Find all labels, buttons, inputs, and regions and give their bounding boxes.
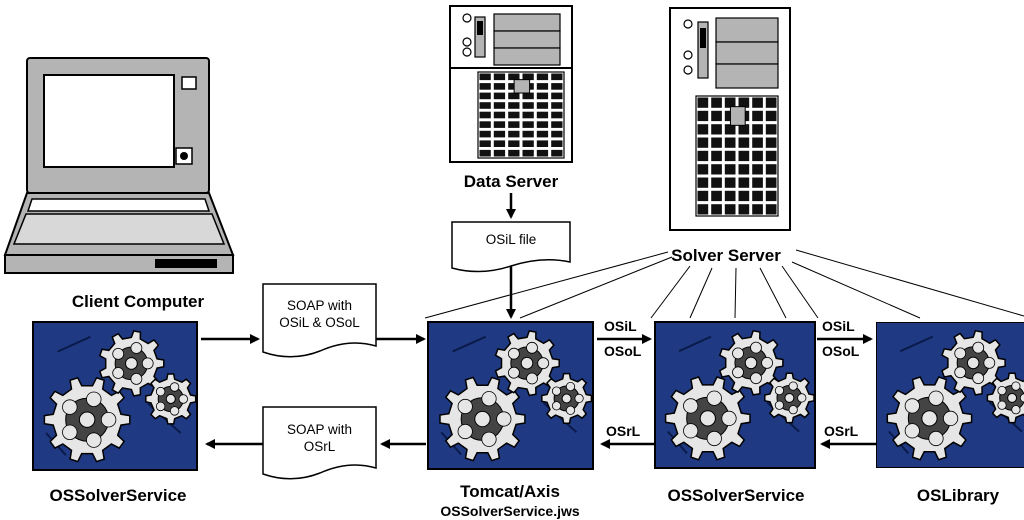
solver-server-connector-lines <box>424 249 1024 319</box>
edge-label-solver-tomcat-osrl: OSrL <box>606 423 641 439</box>
gear-icon <box>494 330 560 397</box>
soap-request-text: SOAP with OSiL & OSoL <box>263 297 376 331</box>
gear-icon <box>764 372 815 424</box>
tomcat-label: Tomcat/Axis <box>460 482 560 501</box>
solver-server-label: Solver Server <box>671 246 781 265</box>
soap-request-line1: SOAP with <box>286 298 353 313</box>
oslibrary-box <box>876 322 1024 468</box>
data-server-icon <box>449 5 573 163</box>
osil-file-text: OSiL file <box>452 231 570 248</box>
client-service-label: OSSolverService <box>49 486 187 505</box>
gear-icon <box>541 372 593 425</box>
tomcat-box <box>427 321 594 470</box>
edge-label-tomcat-solver-osol: OSoL <box>604 343 642 359</box>
soap-request-line2: OSiL & OSoL <box>279 315 360 330</box>
soap-response-text: SOAP with OSrL <box>263 421 376 455</box>
soap-response-document <box>262 406 377 480</box>
soap-request-document <box>262 283 377 358</box>
edge-label-lib-solver-osrl: OSrL <box>824 423 859 439</box>
gear-icon <box>145 373 197 425</box>
client-computer-label: Client Computer <box>71 292 205 311</box>
gear-icon <box>886 376 973 461</box>
gear-icon <box>664 376 751 461</box>
soap-response-line1: SOAP with <box>286 422 353 437</box>
osil-file-document <box>451 221 571 273</box>
gear-icon <box>718 329 784 396</box>
gear-icon <box>98 330 165 397</box>
solver-service-label: OSSolverService <box>667 486 805 505</box>
edge-label-solver-lib-osol: OSoL <box>822 343 860 359</box>
tomcat-sublabel: OSSolverService.jws <box>440 503 580 519</box>
gear-icon <box>43 376 131 463</box>
solver-server-icon <box>669 7 791 231</box>
client-service-box <box>32 321 198 471</box>
oslibrary-label: OSLibrary <box>916 486 1000 505</box>
solver-service-box <box>654 321 816 469</box>
edge-label-solver-lib-osil: OSiL <box>822 318 855 334</box>
data-server-label: Data Server <box>463 172 559 191</box>
edge-label-tomcat-solver-osil: OSiL <box>604 318 637 334</box>
gear-icon <box>439 376 526 462</box>
osil-file-line1: OSiL file <box>485 232 537 247</box>
gear-icon <box>986 372 1024 424</box>
soap-response-line2: OSrL <box>303 439 336 454</box>
laptop-icon <box>3 57 235 274</box>
